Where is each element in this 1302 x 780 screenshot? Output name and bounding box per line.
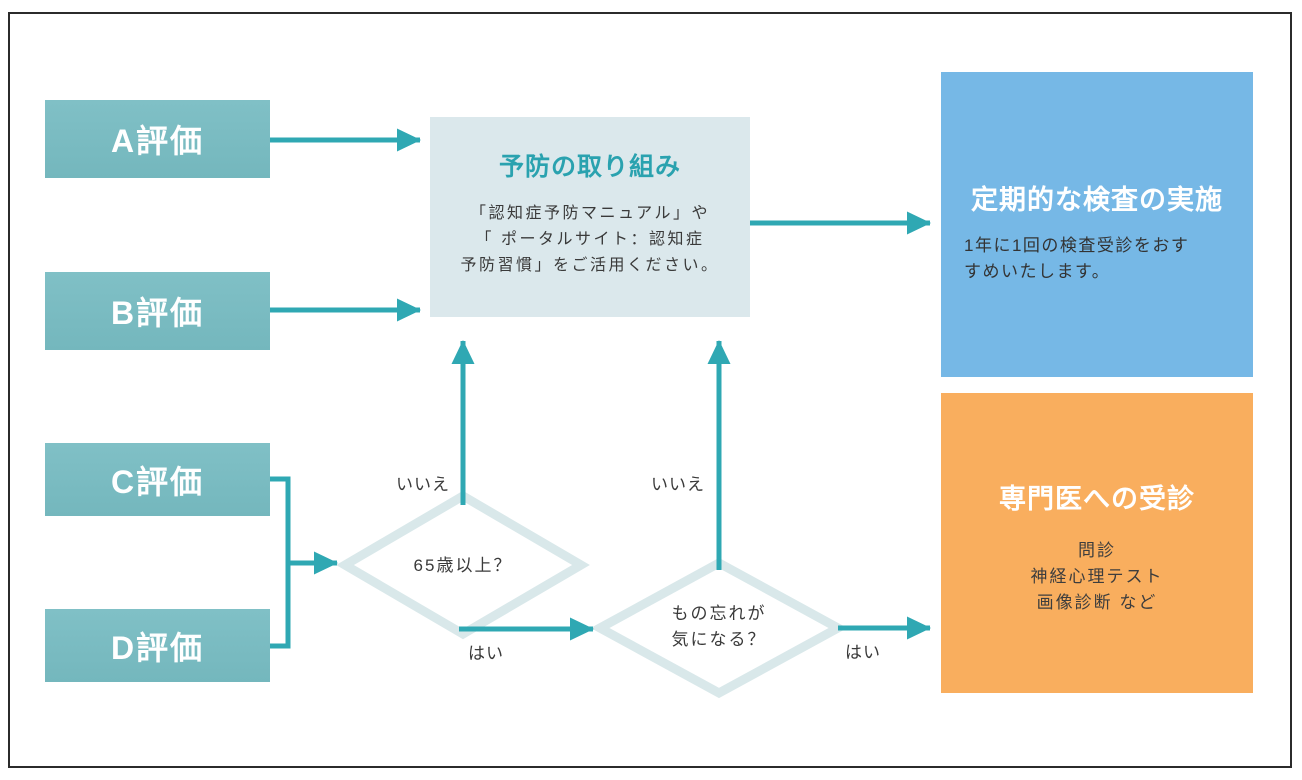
periodic-check-title: 定期的な検査の実施 [971,185,1223,215]
eval-box-a-label: A評価 [110,123,205,159]
eval-box-d-label: D評価 [110,629,205,666]
specialist-body-line: 画像診断 など [1036,592,1158,612]
eval-box-a: A評価 [45,100,270,178]
specialist-title: 専門医への受診 [999,484,1195,514]
decision-diamond-age [336,490,590,640]
periodic-check-node: 定期的な検査の実施 1年に1回の検査受診をおす すめいたします。 [941,72,1253,377]
specialist-body-line: 問診 [1078,541,1116,560]
decision-age-question: 65歳以上？ [413,556,513,575]
decision-memory-question-line: 気になる？ [671,630,767,650]
prevention-body-line: 「 ポータルサイト：認知症 [475,230,705,248]
eval-box-d: D評価 [45,609,270,682]
periodic-check-body-line: 1年に1回の検査受診をおす [964,236,1190,255]
periodic-check-body-line: すめいたします。 [964,261,1111,281]
periodic-check-body: 1年に1回の検査受診をおす すめいたします。 [941,233,1253,284]
prevention-title: 予防の取り組み [498,153,681,181]
prevention-body-line: 「認知症予防マニュアル」や [469,205,711,222]
edge-label-memory-no: いいえ [651,475,705,494]
edge-label-age-no: いいえ [396,475,450,494]
edge-label-memory-yes: はい [845,643,881,662]
eval-box-b-label: B評価 [110,295,205,331]
decision-memory-question: もの忘れが 気になる？ [630,601,808,654]
prevention-body: 「認知症予防マニュアル」や 「 ポータルサイト：認知症 予防習慣」をご活用くださ… [430,201,750,279]
eval-box-b: B評価 [45,272,270,350]
eval-box-c-label: C評価 [110,463,205,500]
specialist-body: 問診 神経心理テスト 画像診断 など [941,538,1253,615]
specialist-body-line: 神経心理テスト [1030,566,1164,586]
prevention-node: 予防の取り組み 「認知症予防マニュアル」や 「 ポータルサイト：認知症 予防習慣… [430,117,750,317]
specialist-node: 専門医への受診 問診 神経心理テスト 画像診断 など [941,393,1253,693]
eval-box-c: C評価 [45,443,270,516]
prevention-body-line: 予防習慣」をご活用ください。 [460,256,720,274]
edge-label-age-yes: はい [468,644,504,663]
decision-memory-question-line: もの忘れが [671,604,767,623]
connector-cd-bracket [270,476,291,649]
